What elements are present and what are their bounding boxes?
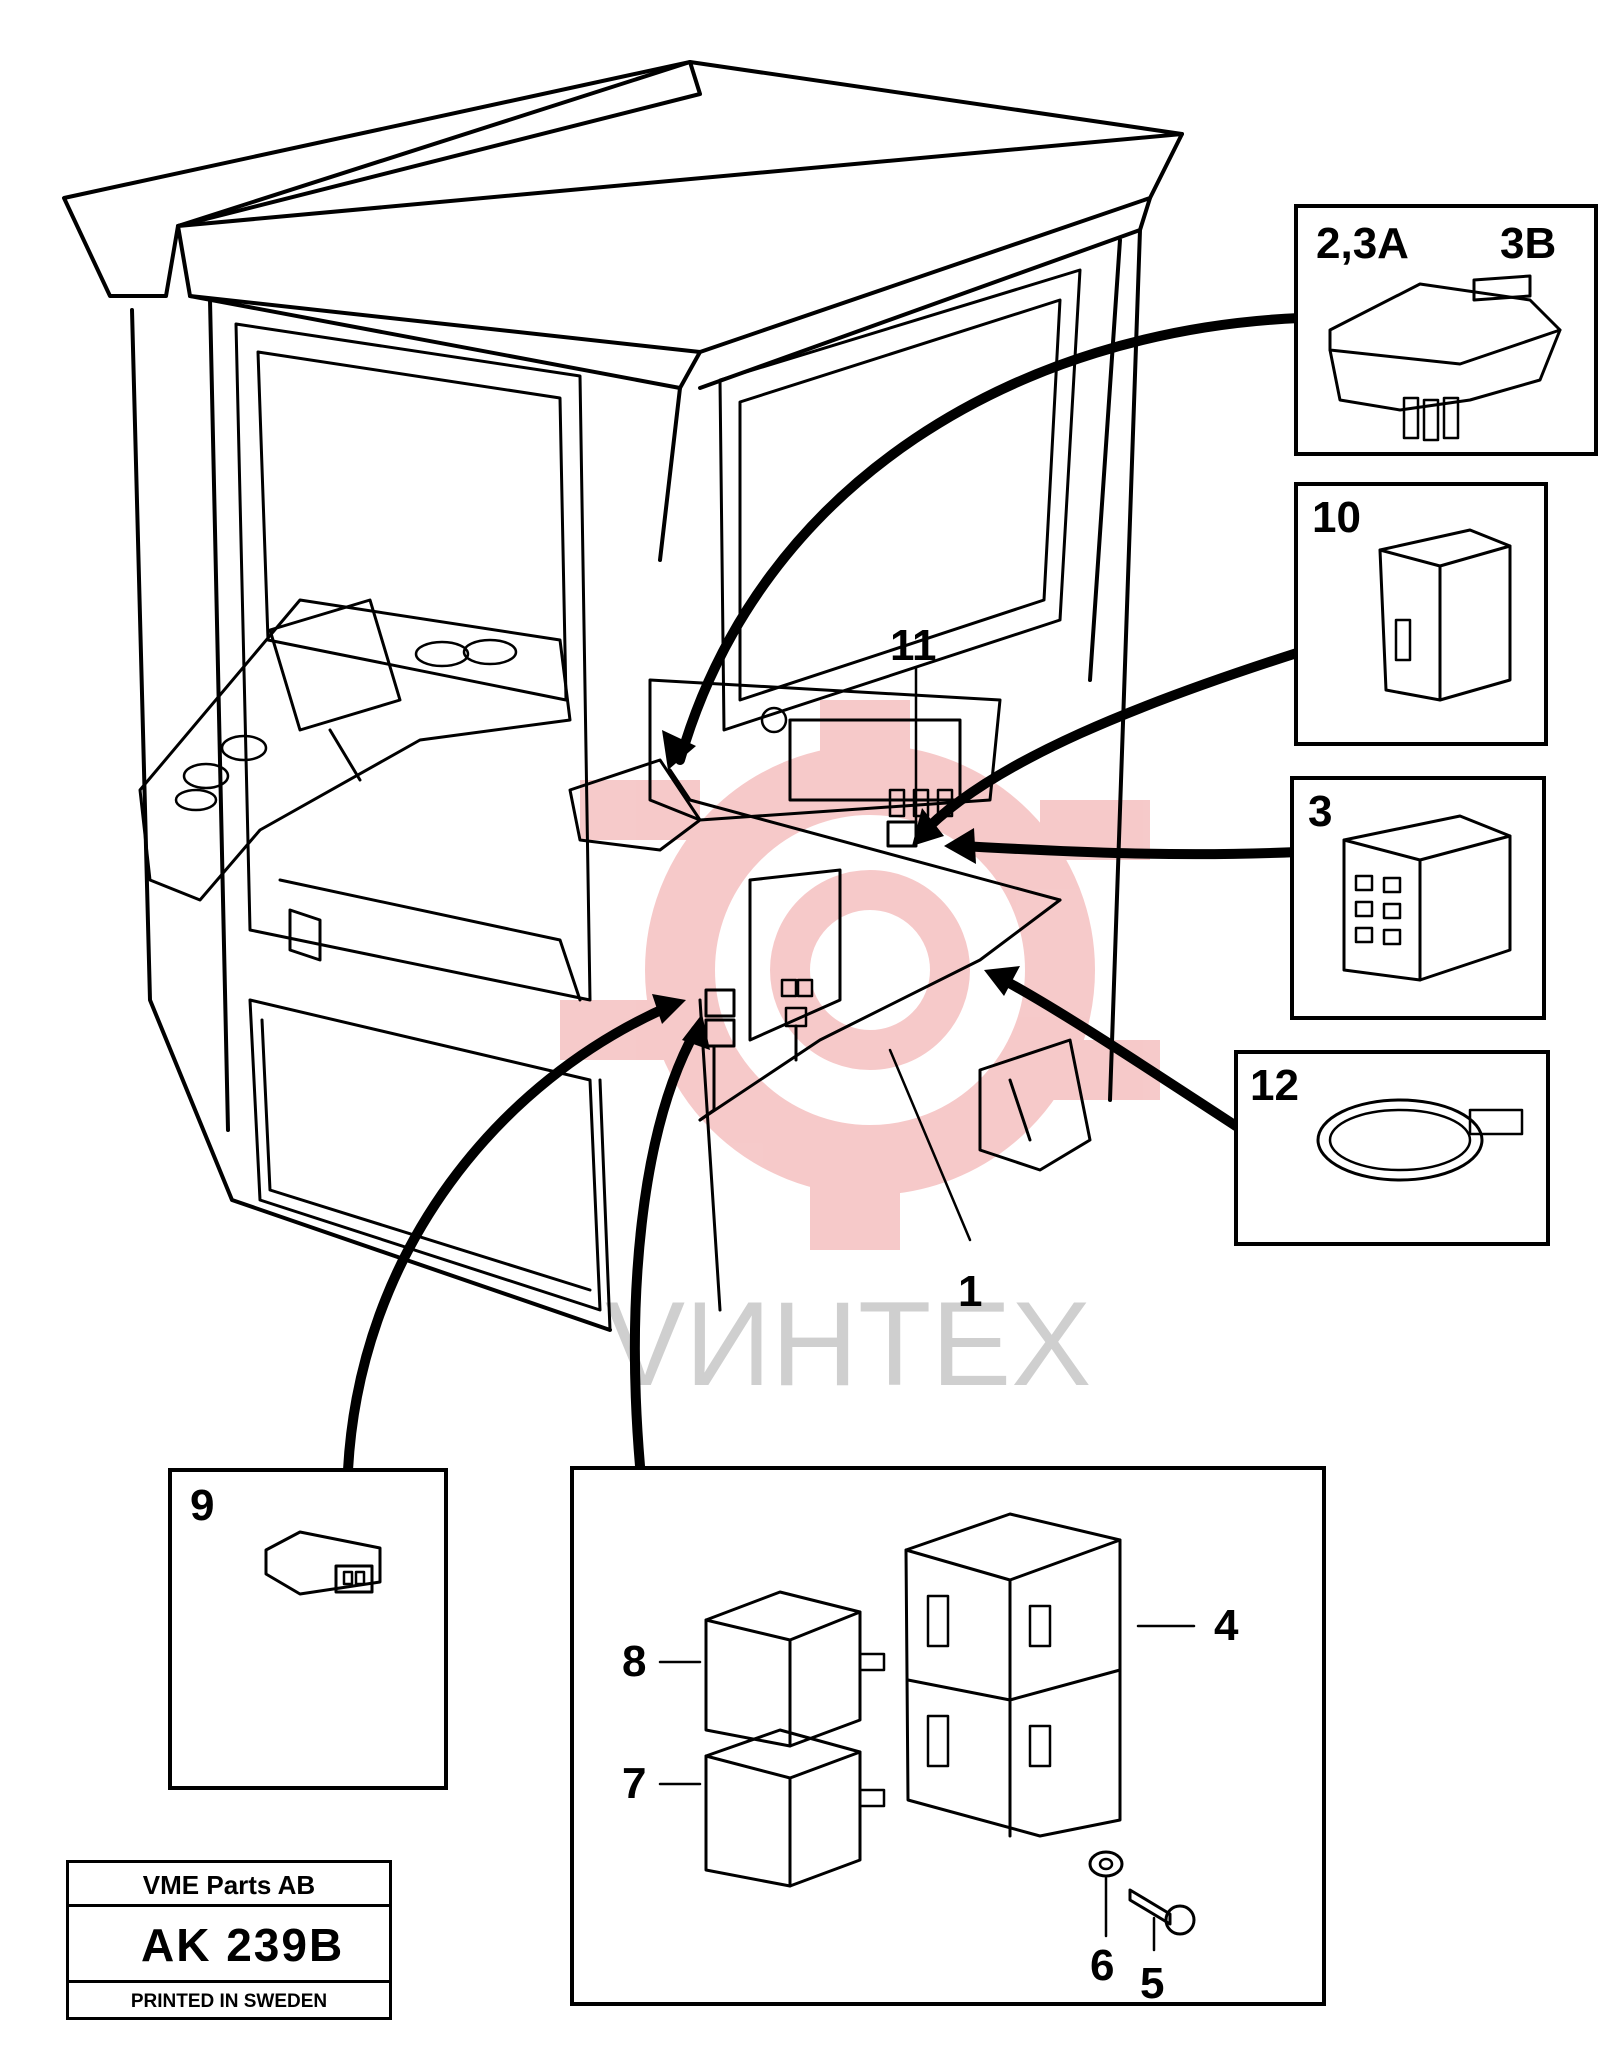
pointer-arrows bbox=[343, 313, 1305, 1475]
detail-box-9: 9 bbox=[168, 1468, 448, 1790]
callout-10: 10 bbox=[1312, 493, 1361, 542]
cable-tie-icon bbox=[1316, 1098, 1484, 1182]
cab-roof bbox=[62, 60, 1184, 390]
relay-8-icon bbox=[704, 1590, 862, 1748]
callout-8: 8 bbox=[622, 1637, 646, 1686]
detail-box-12: 12 bbox=[1234, 1050, 1550, 1246]
callout-6: 6 bbox=[1090, 1941, 1114, 1990]
relay-7-icon bbox=[704, 1728, 862, 1888]
detail-box-relays: 4 8 7 6 5 bbox=[570, 1466, 1326, 2008]
dashboard bbox=[138, 598, 582, 1002]
company-name: VME Parts AB bbox=[69, 1863, 389, 1907]
watermark-logo bbox=[560, 700, 1160, 1250]
callout-9: 9 bbox=[190, 1481, 214, 1530]
callout-11: 11 bbox=[890, 621, 937, 670]
cab-body bbox=[130, 228, 1142, 1332]
callout-7: 7 bbox=[622, 1759, 646, 1808]
switch-panel bbox=[568, 678, 1092, 1242]
drawing-code: AK 239B bbox=[69, 1907, 389, 1983]
detail-box-3: 3 bbox=[1290, 776, 1546, 1020]
detail-box-10: 10 bbox=[1294, 482, 1548, 746]
callout-5: 5 bbox=[1140, 1959, 1164, 2008]
title-block: VME Parts AB AK 239B PRINTED IN SWEDEN bbox=[66, 1860, 392, 2020]
callout-3: 3 bbox=[1308, 787, 1332, 836]
callout-1: 1 bbox=[958, 1267, 982, 1316]
relay-10-icon bbox=[1378, 528, 1512, 702]
detail-box-switch: 2,3A 3B bbox=[1294, 204, 1598, 456]
watermark-text: VИНТЕХ bbox=[605, 1277, 1091, 1411]
callout-4: 4 bbox=[1214, 1601, 1239, 1650]
washer-6-icon bbox=[1088, 1850, 1124, 1878]
callout-2-3a: 2,3A bbox=[1316, 219, 1409, 268]
callout-12: 12 bbox=[1250, 1061, 1299, 1110]
relay-holder-4-icon bbox=[904, 1512, 1122, 1838]
screw-5-icon bbox=[1128, 1888, 1172, 1926]
connector-3-icon bbox=[1342, 814, 1512, 982]
connector-9-icon bbox=[264, 1530, 382, 1596]
printed-note: PRINTED IN SWEDEN bbox=[130, 1991, 328, 2012]
callout-3b: 3B bbox=[1500, 219, 1556, 268]
